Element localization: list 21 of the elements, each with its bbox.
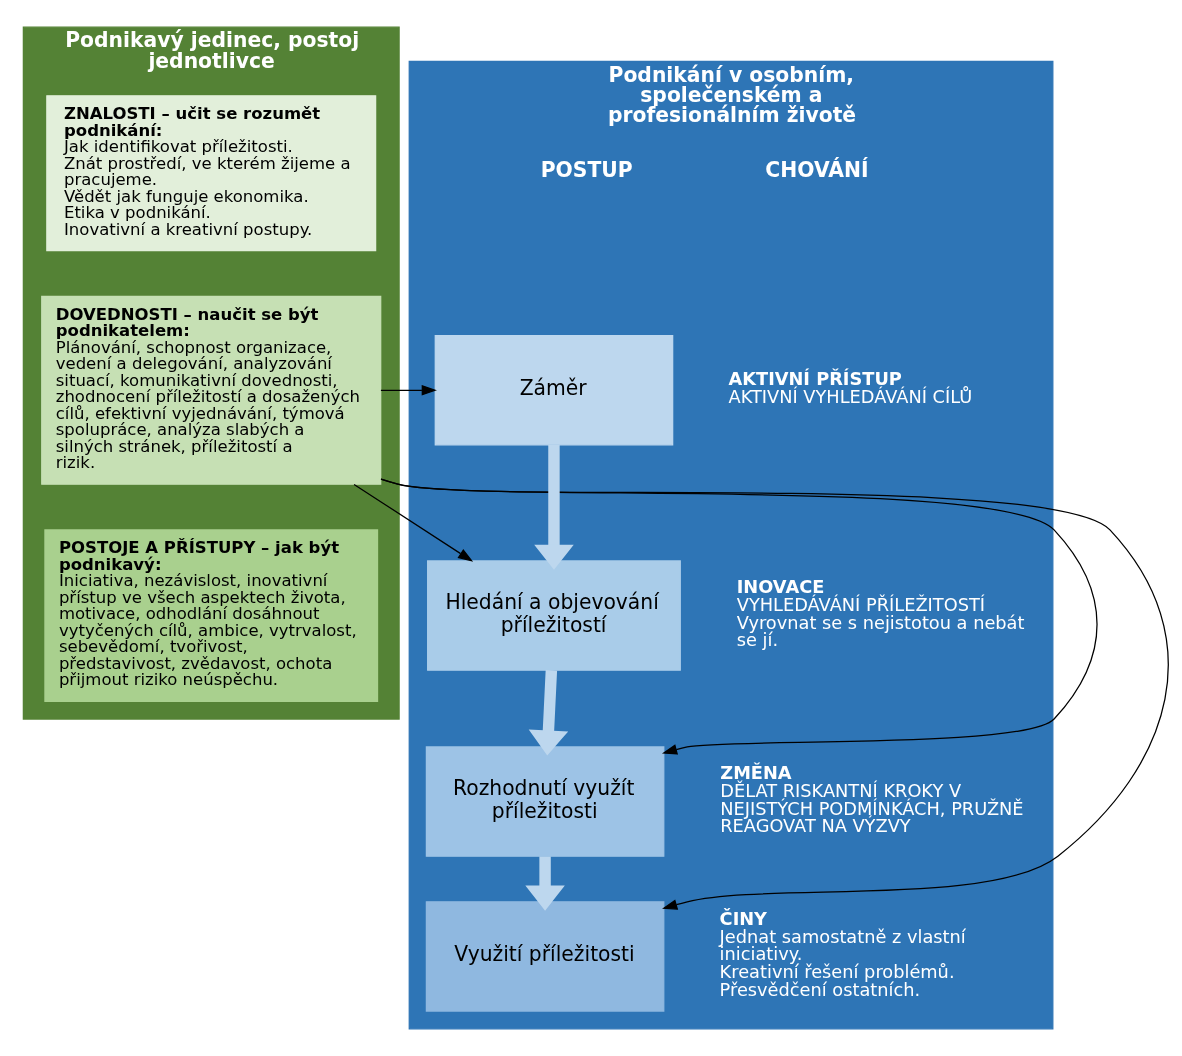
label: CHOVÁNÍ — [765, 157, 869, 182]
node-label: ČINY — [719, 908, 768, 929]
node-box: ZNALOSTI – učit se rozumět podnikání: Jak identifikovat příležitosti. Znát prostředí, ve kterém žijeme a pracujeme. Vědět jak funguje ekonomika. Etika v podnikání. Inovativní a kreativní postupy. — [46, 95, 377, 252]
node-box: Rozhodnutí využít příležitosti — [425, 746, 665, 857]
node-label: VYHLEDÁVÁNÍ PŘÍLEŽITOSTÍ — [736, 594, 986, 615]
node-box: DOVEDNOSTI – naučit se být podnikatelem: Plánování, schopnost organizace, vedení a delegování, analyzování situací, komunikativní dovednosti, zhodnocení příležitostí a dosažených cílů, efektivní vyjednávání, týmová spolupráce, analýza slabých a silných stránek, příležitostí a rizik. — [41, 295, 382, 485]
node-label: Vyrovnat se s nejistotou a nebát se jí. — [736, 612, 1025, 651]
node-label: Přesvědčení ostatních. — [719, 980, 921, 1001]
node-label: AKTIVNÍ VYHLEDÁVÁNÍ CÍLŮ — [728, 387, 973, 408]
node-box: Využití příležitosti — [425, 901, 665, 1012]
node-label: DĚLAT RISKANTNÍ KROKY V NEJISTÝCH PODMÍNKÁCH, PRUŽNĚ REAGOVAT NA VÝZVY — [720, 780, 1024, 837]
arrow — [534, 444, 574, 570]
arrow — [525, 856, 565, 911]
arrow — [353, 483, 474, 562]
arrow — [380, 384, 437, 396]
arrow — [528, 670, 569, 756]
node-box: Záměr — [434, 335, 674, 446]
node-box: POSTOJE A PŘÍSTUPY – jak být podnikavý: Iniciativa, nezávislost, inovativní přístup ve všech aspektech života, motivace, odhodlání dosáhnout vytyčených cílů, ambice, vytrvalost, sebevědomí, tvořivost, představivost, zvědavost, ochota přijmout riziko neúspěchu. — [44, 529, 379, 702]
node-box: Hledání a objevování příležitostí — [427, 560, 681, 671]
label: POSTUP — [540, 157, 633, 182]
arrow — [380, 478, 1169, 910]
